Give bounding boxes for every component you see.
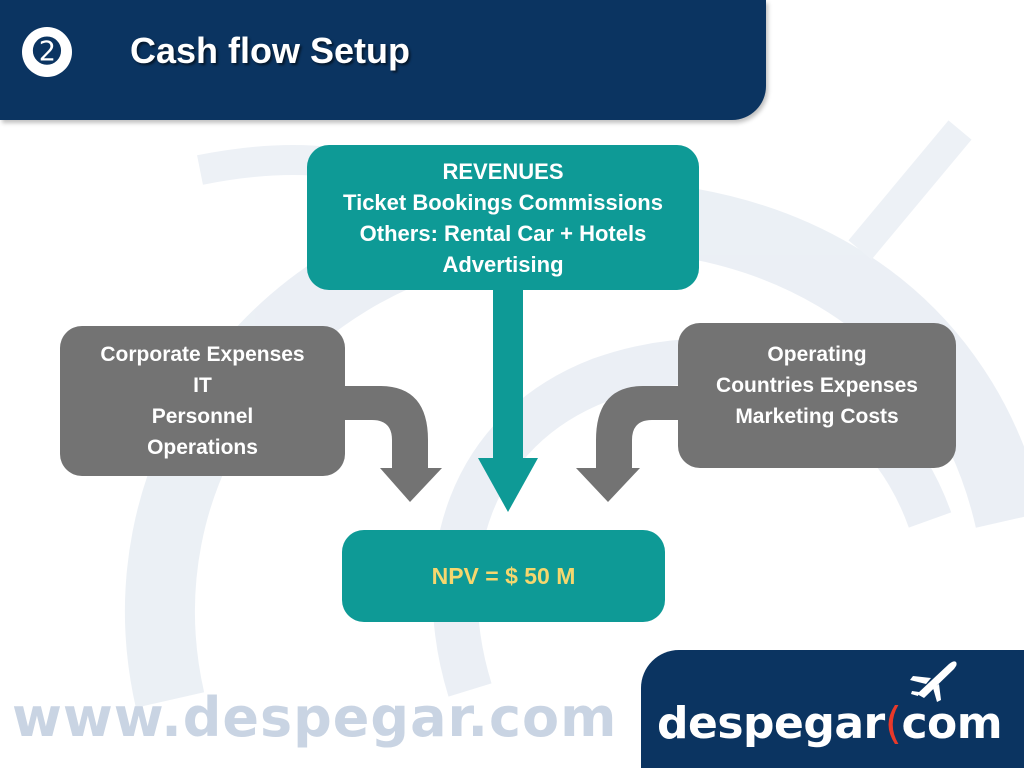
npv-value: NPV = $ 50 M bbox=[431, 562, 576, 589]
revenues-line: Others: Rental Car + Hotels bbox=[359, 220, 647, 246]
operating-expenses-line: Countries Expenses bbox=[716, 374, 918, 397]
operating-expenses-line: Marketing Costs bbox=[735, 405, 899, 428]
logo-suffix: com bbox=[901, 698, 1003, 749]
revenues-heading: REVENUES bbox=[442, 158, 564, 184]
corporate-expenses-line: Personnel bbox=[151, 405, 254, 428]
revenues-line: Ticket Bookings Commissions bbox=[343, 189, 663, 215]
brand-logo: despegar(com bbox=[657, 698, 1003, 749]
title-bar: ➋ Cash flow Setup bbox=[0, 0, 766, 120]
corporate-expenses-heading: Corporate Expenses bbox=[100, 343, 305, 366]
revenues-box: REVENUES Ticket Bookings Commissions Oth… bbox=[307, 145, 699, 290]
logo-word: despegar bbox=[657, 698, 885, 749]
npv-result-box: NPV = $ 50 M bbox=[342, 530, 665, 622]
revenues-line: Advertising bbox=[442, 251, 564, 277]
airplane-icon bbox=[910, 661, 957, 702]
logo-bracket: ( bbox=[884, 698, 902, 749]
operating-expenses-heading: Operating bbox=[767, 343, 867, 366]
step-number-badge: ➋ bbox=[22, 27, 72, 77]
page-title: Cash flow Setup bbox=[130, 30, 411, 71]
corporate-expenses-line: IT bbox=[193, 374, 212, 397]
corporate-expenses-line: Operations bbox=[147, 436, 258, 459]
corporate-expenses-box: Corporate Expenses IT Personnel Operatio… bbox=[60, 326, 345, 476]
operating-expenses-box: Operating Countries Expenses Marketing C… bbox=[678, 323, 956, 468]
footer-website-url: www.despegar.com bbox=[12, 686, 618, 749]
brand-logo-panel: despegar(com bbox=[641, 650, 1024, 768]
